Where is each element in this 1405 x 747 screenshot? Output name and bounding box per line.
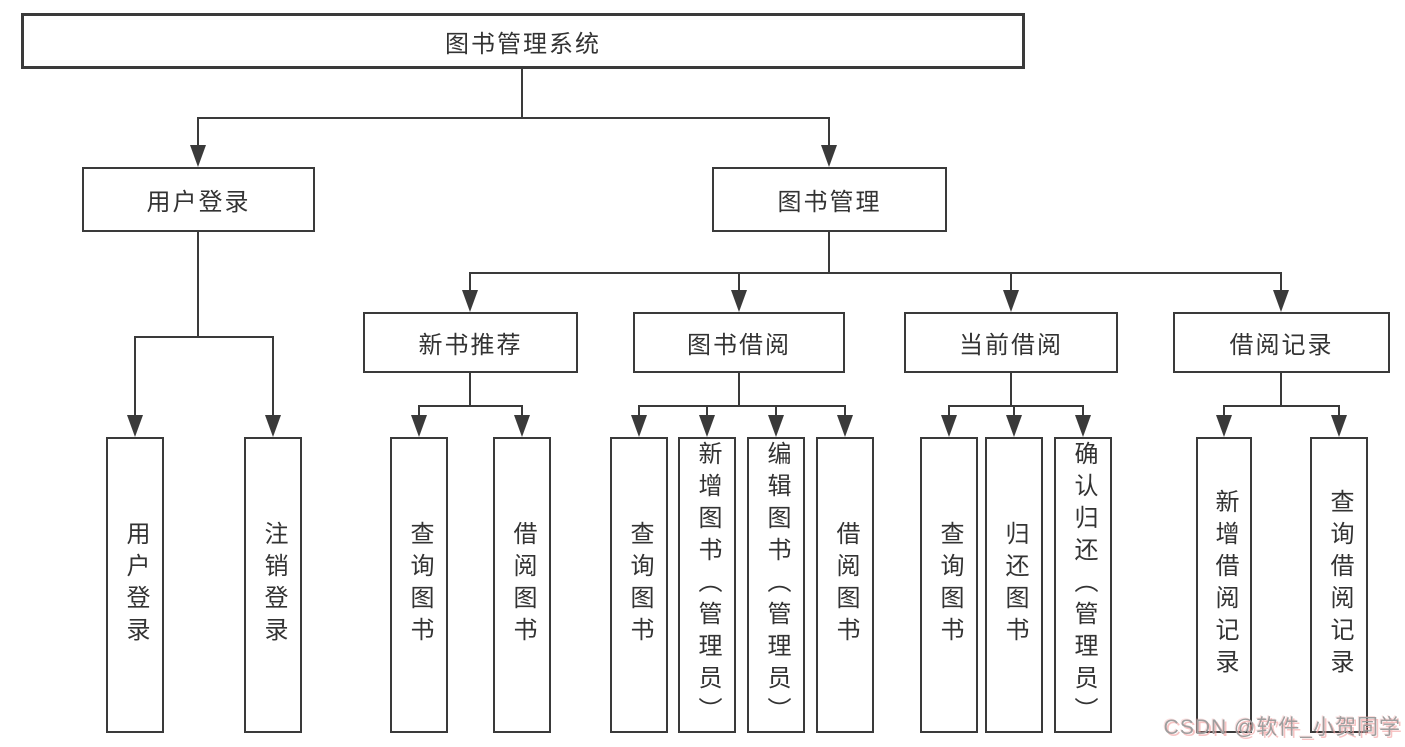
connector-stem — [844, 406, 846, 418]
arrow-down-icon — [462, 290, 478, 312]
node-root-label: 图书管理系统 — [445, 30, 601, 58]
arrow-down-icon — [265, 415, 281, 437]
leaf-label: 借阅图书 — [509, 521, 536, 649]
leaf-borrow-books: 借阅图书 — [816, 437, 874, 733]
connector-stem — [738, 273, 740, 293]
leaf-label: 确认归还（管理员） — [1070, 441, 1097, 729]
arrow-down-icon — [411, 415, 427, 437]
connector-split — [418, 405, 523, 407]
arrow-down-icon — [1003, 290, 1019, 312]
connector-stem — [828, 118, 830, 150]
leaf-label: 借阅图书 — [832, 521, 859, 649]
leaf-label: 编辑图书（管理员） — [763, 441, 790, 729]
leaf-edit-books-admin: 编辑图书（管理员） — [747, 437, 805, 733]
arrow-down-icon — [1075, 415, 1091, 437]
connector-stub — [1280, 372, 1282, 406]
arrow-down-icon — [821, 145, 837, 167]
connector-stub — [738, 372, 740, 406]
leaf-query-books-borrow: 查询图书 — [610, 437, 668, 733]
csdn-watermark: CSDN @软件_小贺同学 — [1163, 716, 1401, 739]
arrow-down-icon — [190, 145, 206, 167]
connector-book-mgmt-split — [469, 272, 1282, 274]
connector-stem — [197, 118, 199, 150]
leaf-add-books-admin: 新增图书（管理员） — [678, 437, 736, 733]
arrow-down-icon — [1216, 415, 1232, 437]
leaf-query-books-recommend: 查询图书 — [390, 437, 448, 733]
node-book-management: 图书管理 — [712, 167, 947, 232]
connector-stem — [272, 337, 274, 419]
connector-stem — [134, 337, 136, 419]
arrow-down-icon — [699, 415, 715, 437]
leaf-logout: 注销登录 — [244, 437, 302, 733]
connector-stem — [1010, 273, 1012, 293]
arrow-down-icon — [1331, 415, 1347, 437]
leaf-label: 新增借阅记录 — [1211, 489, 1238, 681]
node-new-book-recommend-label: 新书推荐 — [418, 332, 523, 359]
node-current-borrow: 当前借阅 — [904, 312, 1118, 373]
arrow-down-icon — [731, 290, 747, 312]
node-root: 图书管理系统 — [21, 13, 1025, 69]
arrow-down-icon — [837, 415, 853, 437]
connector-stem — [1338, 406, 1340, 418]
connector-stem — [521, 406, 523, 418]
leaf-query-borrow-record: 查询借阅记录 — [1310, 437, 1368, 733]
arrow-down-icon — [1006, 415, 1022, 437]
node-user-login: 用户登录 — [82, 167, 315, 232]
connector-stem — [1082, 406, 1084, 418]
connector-split — [638, 405, 846, 407]
node-borrow-records-label: 借阅记录 — [1229, 332, 1334, 359]
leaf-return-books: 归还图书 — [985, 437, 1043, 733]
leaf-label: 新增图书（管理员） — [694, 441, 721, 729]
connector-stem — [638, 406, 640, 418]
leaf-label: 归还图书 — [1001, 521, 1028, 649]
node-book-borrow: 图书借阅 — [633, 312, 845, 373]
node-new-book-recommend: 新书推荐 — [363, 312, 578, 373]
connector-user-login-split — [134, 336, 274, 338]
leaf-user-login: 用户登录 — [106, 437, 164, 733]
connector-stub — [469, 372, 471, 406]
connector-user-login-stub — [197, 231, 199, 337]
connector-stem — [1013, 406, 1015, 418]
leaf-label: 用户登录 — [122, 521, 149, 649]
leaf-label: 查询图书 — [626, 521, 653, 649]
connector-split — [1223, 405, 1340, 407]
node-book-borrow-label: 图书借阅 — [687, 332, 791, 359]
arrow-down-icon — [941, 415, 957, 437]
node-current-borrow-label: 当前借阅 — [959, 332, 1063, 359]
leaf-add-borrow-record: 新增借阅记录 — [1196, 437, 1252, 733]
leaf-label: 查询图书 — [936, 521, 963, 649]
connector-stub — [1010, 372, 1012, 406]
arrow-down-icon — [514, 415, 530, 437]
arrow-down-icon — [127, 415, 143, 437]
node-borrow-records: 借阅记录 — [1173, 312, 1390, 373]
leaf-label: 查询图书 — [406, 521, 433, 649]
connector-split — [948, 405, 1084, 407]
connector-stem — [948, 406, 950, 418]
leaf-label: 查询借阅记录 — [1326, 489, 1353, 681]
connector-stem — [775, 406, 777, 418]
node-user-login-label: 用户登录 — [146, 189, 251, 216]
leaf-label: 注销登录 — [260, 521, 287, 649]
leaf-borrow-books-recommend: 借阅图书 — [493, 437, 551, 733]
leaf-query-books-current: 查询图书 — [920, 437, 978, 733]
connector-stem — [1223, 406, 1225, 418]
arrow-down-icon — [1273, 290, 1289, 312]
connector-book-mgmt-stub — [828, 231, 830, 273]
connector-stem — [469, 273, 471, 293]
node-book-management-label: 图书管理 — [777, 189, 882, 216]
arrow-down-icon — [631, 415, 647, 437]
connector-stem — [418, 406, 420, 418]
connector-stem — [706, 406, 708, 418]
connector-stem — [1280, 273, 1282, 293]
connector-root-split — [197, 117, 830, 119]
leaf-confirm-return-admin: 确认归还（管理员） — [1054, 437, 1112, 733]
connector-root-stub — [521, 68, 523, 118]
arrow-down-icon — [768, 415, 784, 437]
